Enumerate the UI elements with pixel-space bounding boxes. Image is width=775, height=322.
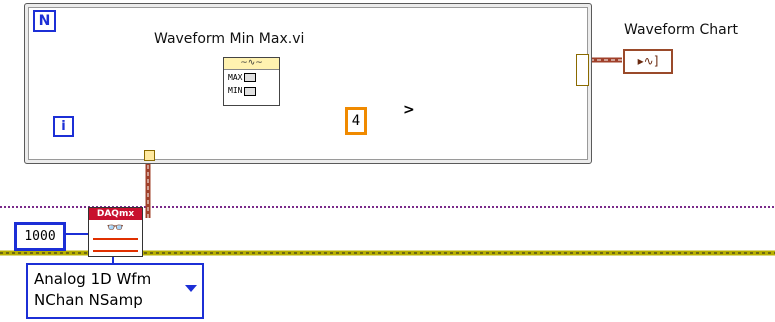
for-loop[interactable] [24,3,592,164]
waveform-chart-label: Waveform Chart [624,22,738,38]
output-tunnel-stop-terminal[interactable] [576,54,589,86]
waveform-min-max-node[interactable]: ~∿~ MAX MIN [223,57,280,106]
max-output-row: MAX [224,70,279,85]
waveform-icon: ~∿~ [224,58,279,70]
min-output-row: MIN [224,85,279,97]
glasses-icon: 👓 [106,220,125,236]
samples-constant[interactable]: 4 [345,107,367,135]
greater-than-symbol: > [403,102,415,118]
waveform-icon [93,238,138,252]
loop-count-terminal[interactable]: N [33,10,56,32]
loop-iteration-terminal[interactable]: i [53,116,74,137]
minmax-vi-label: Waveform Min Max.vi [154,31,305,47]
input-tunnel[interactable] [144,150,155,161]
daqmx-header: DAQmx [89,208,142,220]
rate-constant[interactable]: 1000 [14,222,66,251]
polymorphic-selector[interactable]: Analog 1D Wfm NChan NSamp [26,263,204,319]
dropdown-arrow-icon[interactable] [185,285,197,292]
selector-text: Analog 1D Wfm NChan NSamp [34,270,152,309]
waveform-chart-terminal[interactable]: ▸∿] [623,49,673,74]
daqmx-read-node[interactable]: DAQmx 👓 [88,207,143,257]
